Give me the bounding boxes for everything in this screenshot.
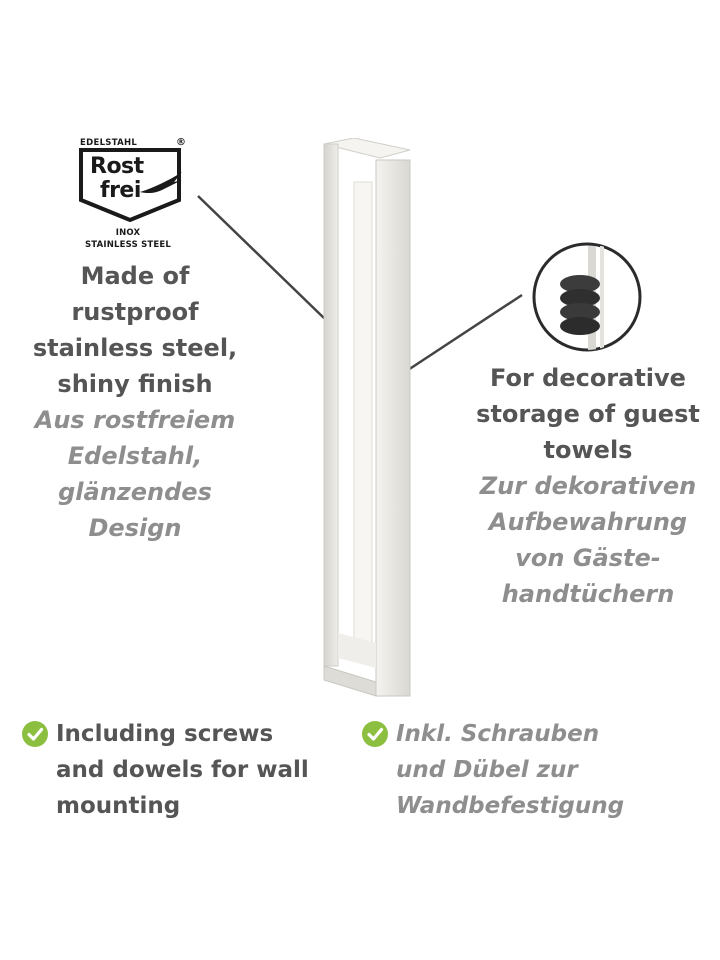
left-feature-de-2: Edelstahl, bbox=[67, 442, 203, 470]
towel-rack-image bbox=[323, 138, 411, 697]
right-feature: For decorative storage of guest towels Z… bbox=[468, 360, 708, 612]
left-feature-de-3: glänzendes bbox=[58, 478, 212, 506]
bullet-en-2: and dowels for wall bbox=[56, 757, 309, 783]
bullet-de-1: Inkl. Schrauben bbox=[396, 721, 600, 747]
bullet-de: Inkl. Schrauben und Dübel zur Wandbefest… bbox=[396, 716, 696, 824]
bullet-en: Including screws and dowels for wall mou… bbox=[56, 716, 356, 824]
left-feature-de-1: Aus rostfreiem bbox=[34, 406, 236, 434]
left-feature-en-4: shiny finish bbox=[57, 370, 213, 398]
right-feature-de-2: Aufbewahrung bbox=[488, 508, 688, 536]
check-icon bbox=[362, 721, 388, 747]
bullet-en-3: mounting bbox=[56, 793, 181, 819]
left-feature-de-4: Design bbox=[88, 514, 182, 542]
right-feature-en-1: For decorative bbox=[490, 364, 686, 392]
bullet-en-1: Including screws bbox=[56, 721, 274, 747]
right-feature-en-3: towels bbox=[543, 436, 633, 464]
right-feature-en-2: storage of guest bbox=[476, 400, 700, 428]
left-feature-en-1: Made of bbox=[80, 262, 190, 290]
left-feature-en-3: stainless steel, bbox=[32, 334, 238, 362]
logo-frei: frei bbox=[100, 178, 141, 203]
shield-icon bbox=[79, 148, 182, 222]
right-feature-de-3: von Gäste- bbox=[515, 544, 661, 572]
right-feature-de-4: handtüchern bbox=[501, 580, 675, 608]
right-feature-de-1: Zur dekorativen bbox=[479, 472, 697, 500]
logo-stainless-steel: STAINLESS STEEL bbox=[84, 240, 172, 250]
towel-storage-icon bbox=[532, 242, 642, 352]
check-icon bbox=[22, 721, 48, 747]
bullet-de-2: und Dübel zur bbox=[396, 757, 578, 783]
logo-rost: Rost bbox=[90, 154, 144, 179]
logo-inox: INOX bbox=[115, 228, 141, 238]
left-feature-en-2: rustproof bbox=[71, 298, 199, 326]
rostfrei-logo: EDELSTAHL ® Rost frei INOX STAINLESS STE… bbox=[76, 137, 196, 254]
registered-mark: ® bbox=[176, 137, 187, 148]
left-feature: Made of rustproof stainless steel, shiny… bbox=[10, 258, 260, 546]
logo-top-text: EDELSTAHL bbox=[80, 138, 138, 148]
bullet-de-3: Wandbefestigung bbox=[396, 793, 625, 819]
